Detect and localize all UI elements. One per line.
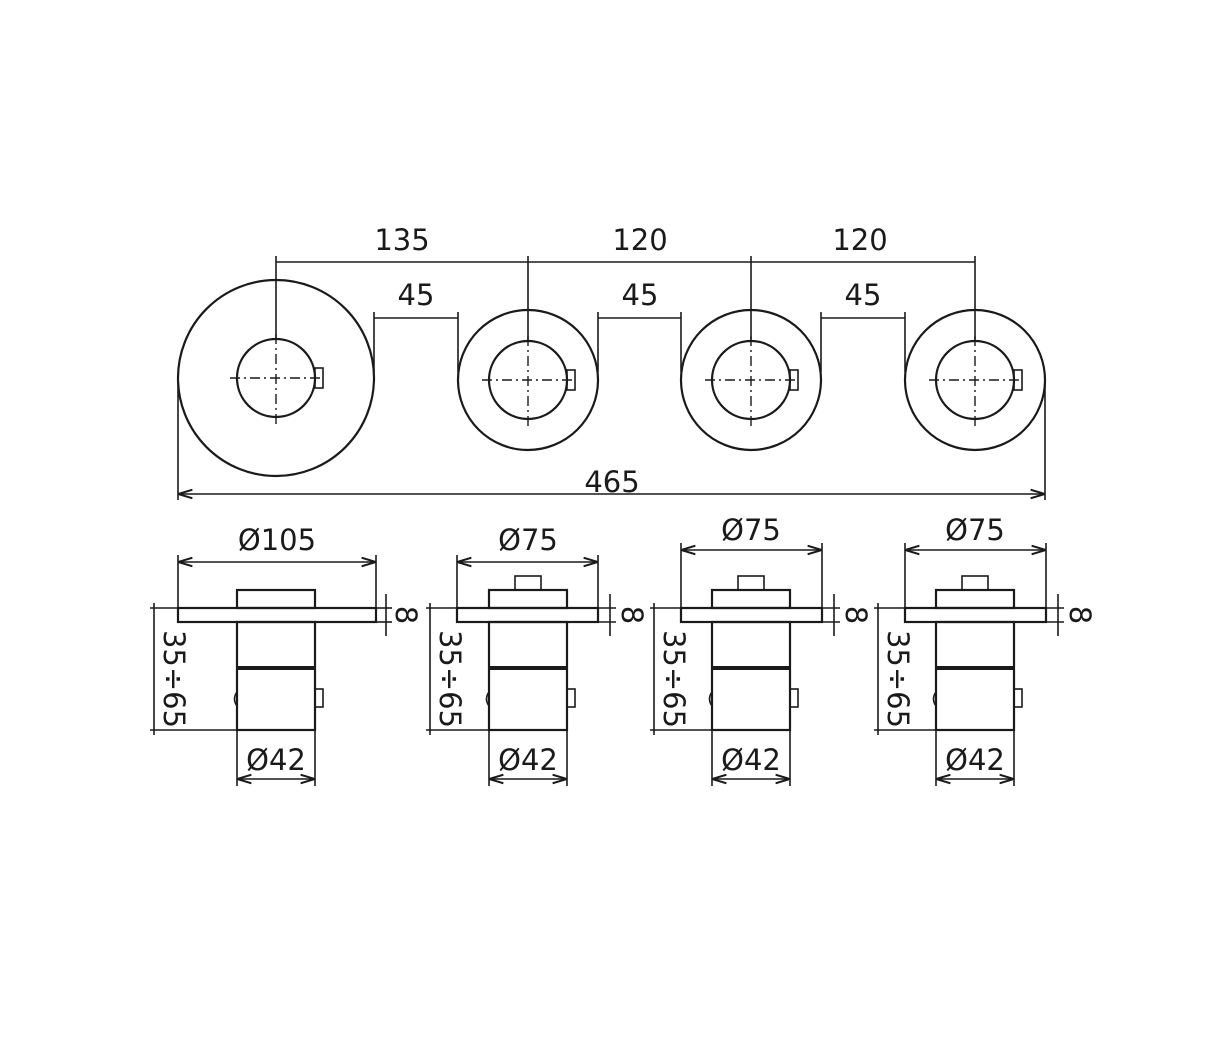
plate-diameter-label: Ø75 (721, 513, 781, 547)
valve-body (487, 620, 569, 732)
cover-plate (176, 606, 378, 624)
body-diameter-label: Ø42 (246, 743, 306, 777)
body-tab (789, 688, 799, 708)
valve-body (934, 620, 1016, 732)
knob-cap (235, 588, 317, 610)
top-view: 135 120 120 45 45 45 465 (176, 223, 1047, 500)
plate-diameter-label: Ø75 (498, 523, 558, 557)
depth-range-label: 35÷65 (157, 630, 191, 728)
centerlines (230, 334, 1021, 426)
spacing-label-3: 120 (832, 223, 887, 257)
plate-diameter-label: Ø75 (945, 513, 1005, 547)
gap-label-3: 45 (845, 278, 882, 312)
side-view-4: Ø75 8 35÷65 Ø42 (874, 513, 1097, 786)
side-view-2: Ø75 8 35÷65 Ø42 (426, 523, 649, 786)
body-notch (932, 691, 937, 707)
side-view-1: Ø105 8 35÷65 Ø42 (150, 523, 423, 786)
cover-plate (455, 606, 600, 624)
thickness-label: 8 (615, 606, 649, 624)
spacing-label-2: 120 (612, 223, 667, 257)
knob-stem (514, 575, 542, 591)
knob-cap (487, 588, 569, 610)
body-tab (1013, 688, 1023, 708)
depth-range-label: 35÷65 (657, 630, 691, 728)
gap-label-1: 45 (398, 278, 435, 312)
knob-stem (737, 575, 765, 591)
body-tab (566, 688, 576, 708)
depth-range-label: 35÷65 (433, 630, 467, 728)
spacing-label-1: 135 (374, 223, 429, 257)
thickness-label: 8 (389, 606, 423, 624)
body-tab (314, 688, 324, 708)
valve-body (235, 620, 317, 732)
body-diameter-label: Ø42 (498, 743, 558, 777)
body-diameter-label: Ø42 (721, 743, 781, 777)
knob-cap (934, 588, 1016, 610)
depth-range-label: 35÷65 (881, 630, 915, 728)
plate-diameter-label: Ø105 (238, 523, 316, 557)
overall-dimension: 465 (177, 380, 1046, 500)
thickness-label: 8 (1063, 606, 1097, 624)
knob-stem (961, 575, 989, 591)
cover-plate (903, 606, 1048, 624)
gap-dimensions: 45 45 45 (373, 278, 906, 372)
side-view-3: Ø75 8 35÷65 Ø42 (650, 513, 873, 786)
gap-label-2: 45 (622, 278, 659, 312)
body-notch (233, 691, 238, 707)
cover-plate (679, 606, 824, 624)
knob-cap (710, 588, 792, 610)
thickness-label: 8 (839, 606, 873, 624)
valve-body (710, 620, 792, 732)
body-notch (708, 691, 713, 707)
body-diameter-label: Ø42 (945, 743, 1005, 777)
body-notch (485, 691, 490, 707)
overall-width-label: 465 (584, 465, 639, 499)
spacing-dimension: 135 120 120 (275, 223, 976, 340)
